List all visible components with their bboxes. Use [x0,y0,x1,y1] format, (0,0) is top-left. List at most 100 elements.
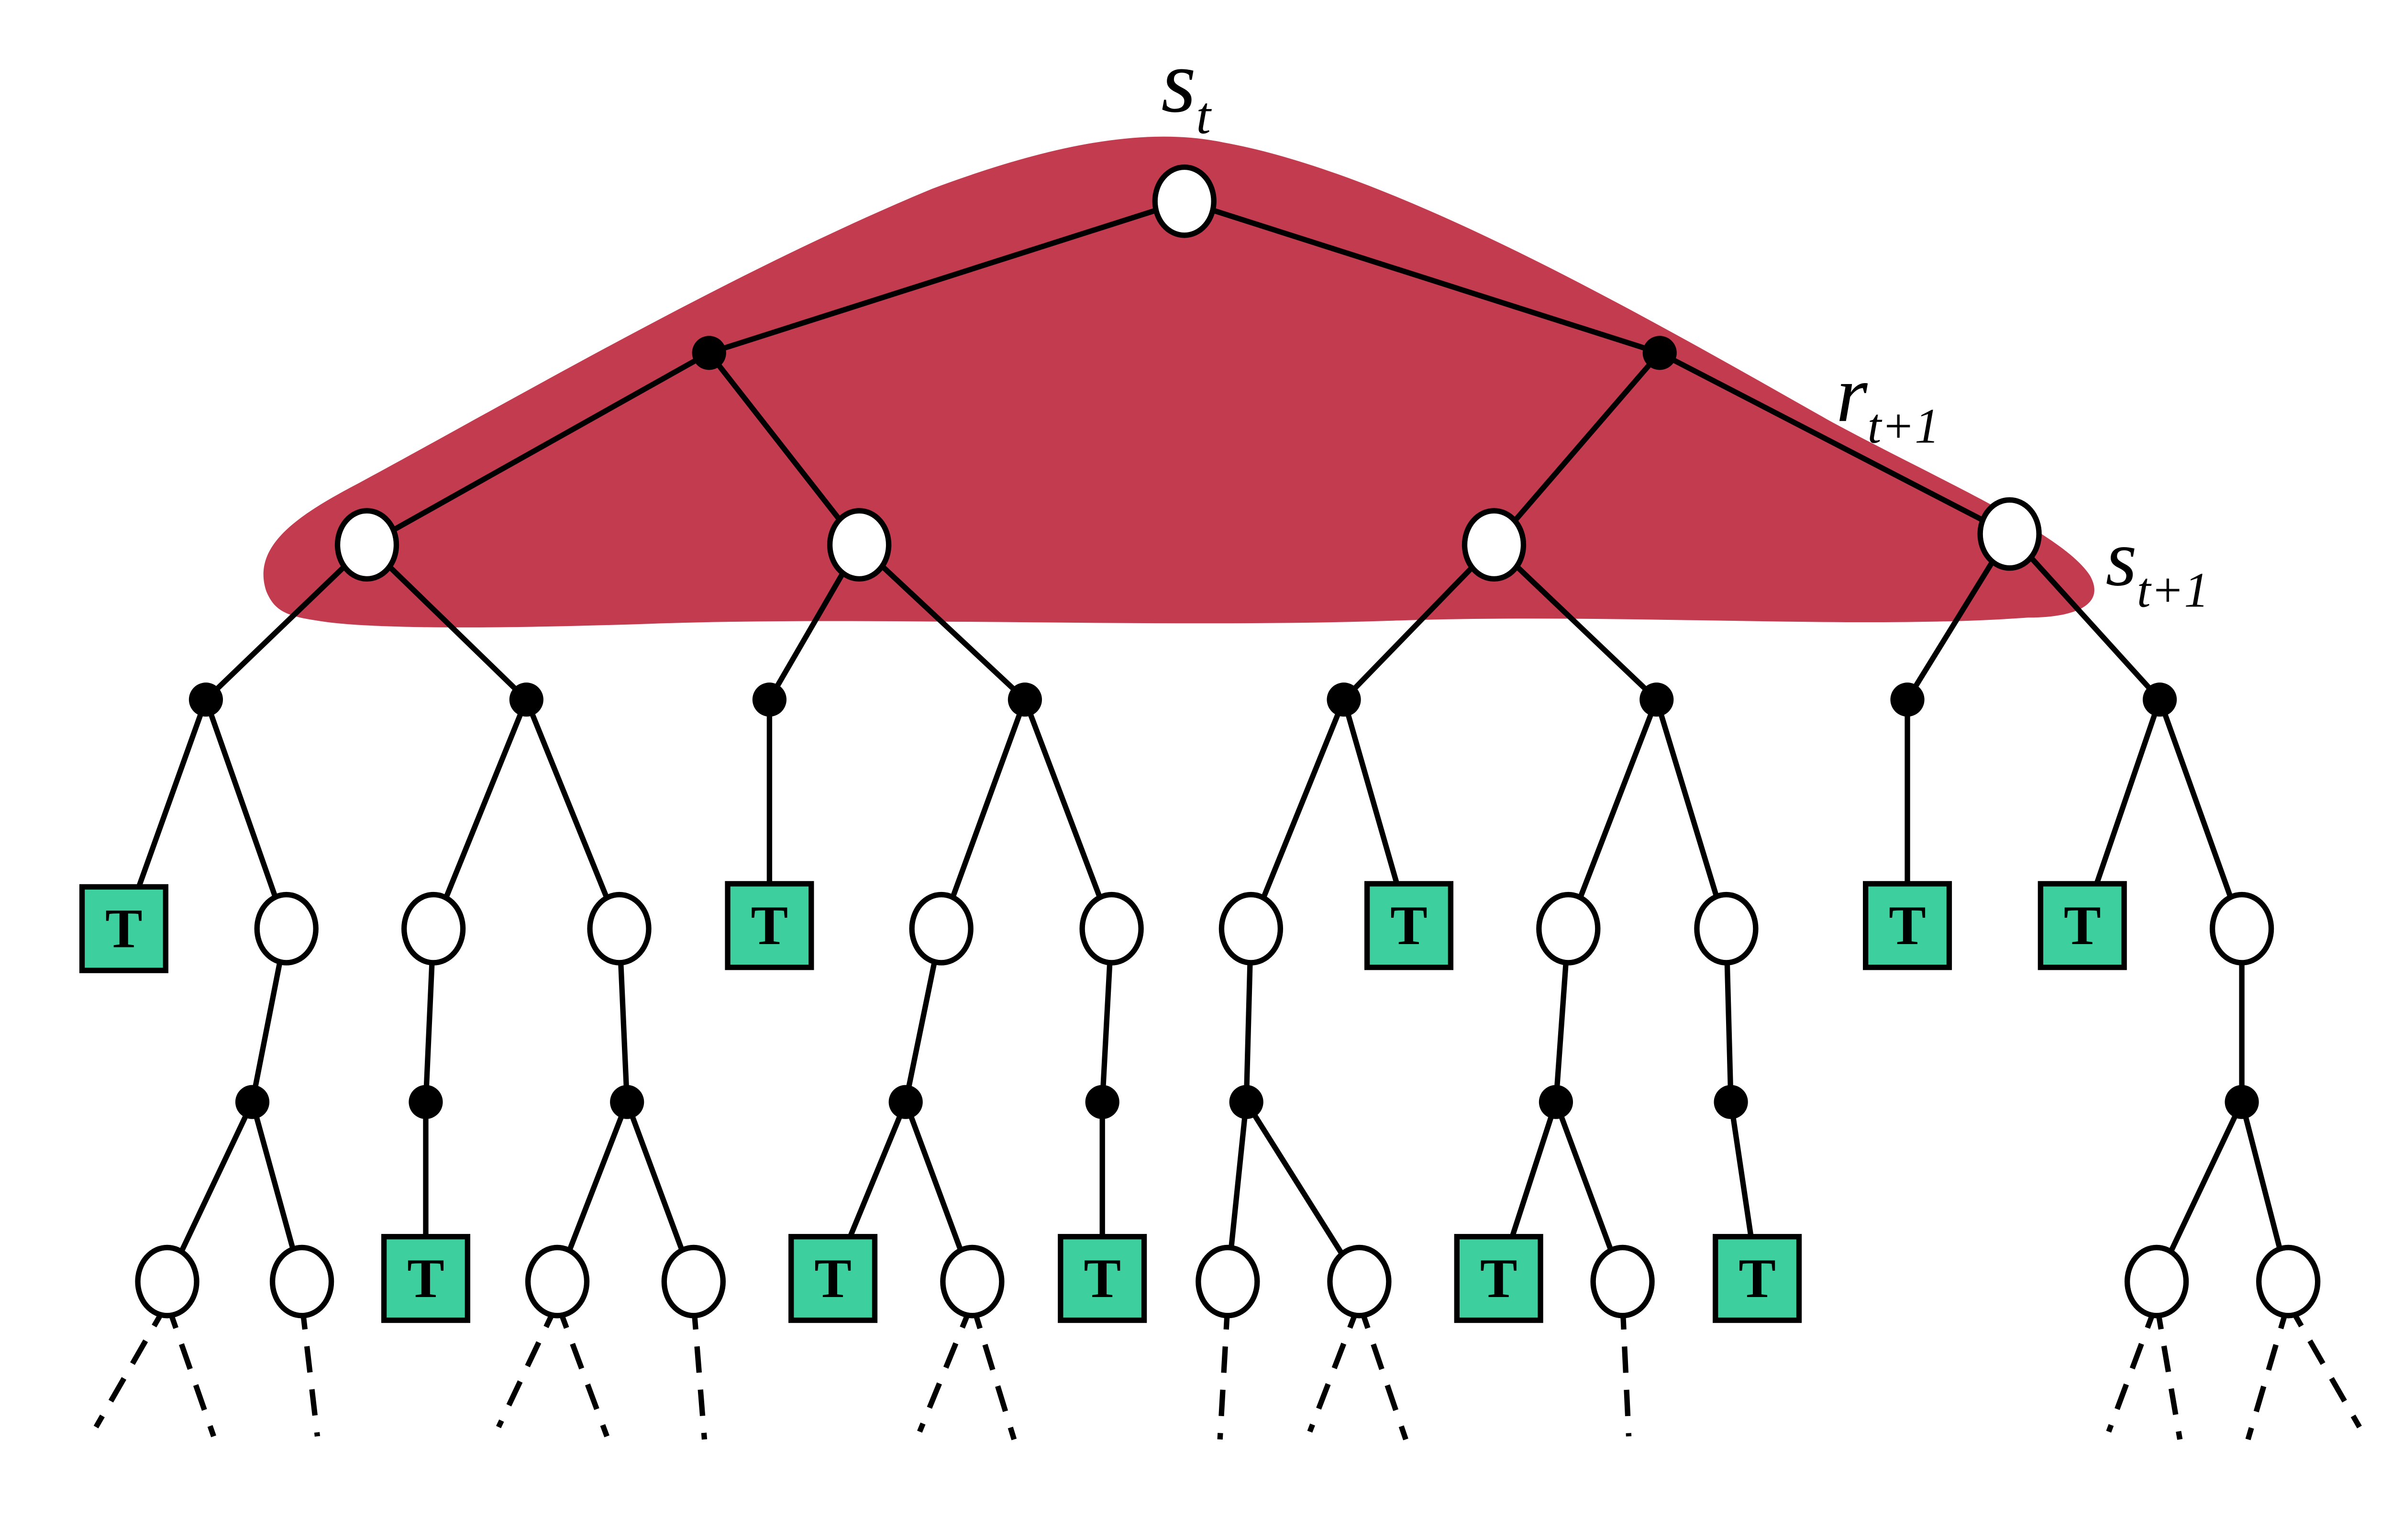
highlight-region-blob [263,136,2094,627]
tree-edge-d6-e7 [1244,1100,1362,1283]
terminal-label: T [751,895,788,957]
dashed-continuation-edge [1217,1303,1230,1440]
state-node-c4 [909,891,974,966]
terminal-box [79,884,168,973]
tree-edge-b2-c3 [524,698,622,930]
terminal-label: T [1480,1248,1517,1309]
terminal-node-t3: T [1364,881,1454,970]
dashed-continuation-edge [299,1303,321,1437]
terminal-box [725,881,814,970]
tree-edge-b4-c5 [1022,698,1114,930]
action-node-d9 [2225,1085,2259,1119]
state-node-c2 [401,891,466,966]
tree-edge-b8-c9 [2157,698,2245,930]
tree-edge-root-a2 [1184,198,1661,356]
terminal-box [788,1234,878,1323]
dashed-continuation-edge [1307,1302,1362,1433]
terminal-label: T [105,898,143,960]
tree-edge-b2-c2 [431,698,529,930]
state-node-c5 [1079,891,1144,966]
tree-edge-b6-c8 [1654,699,1729,930]
action-node-d1 [235,1085,270,1119]
state-node-c7 [1536,891,1601,966]
terminal-box [1713,1234,1802,1323]
state-node-e3 [525,1244,590,1319]
terminal-node-t4: T [1863,881,1952,970]
tree-edge-a2-s3 [1492,351,1662,547]
tree-edge-b6-c7 [1566,698,1660,930]
dashed-continuation-edge [2106,1302,2159,1433]
terminal-box [2038,881,2127,970]
state-node-c9 [2209,891,2274,966]
terminal-node-t1: T [79,884,168,973]
action-node-d3 [610,1085,644,1119]
dashed-continuation-edge [969,1302,1017,1441]
tree-edge-s3-b5 [1341,543,1496,702]
action-node-b3 [752,682,787,717]
dashed-continuation-edge [2154,1302,2183,1440]
state-node-e7 [1327,1244,1392,1319]
state-node-e1 [135,1244,199,1319]
action-node-d8 [1714,1085,1748,1119]
state-node-s4 [1977,497,2042,571]
tree-edge-a2-s4 [1658,350,2011,537]
terminal-node-t6: T [381,1234,471,1323]
label-current-state: st [1161,32,1212,144]
terminal-label: T [1390,895,1428,957]
tree-edge-b4-c4 [939,698,1028,930]
state-node-e8 [1590,1244,1655,1319]
label-next-state: st+1 [2105,514,2209,617]
tree-edge-a1-s1 [365,350,710,548]
terminal-box [1863,881,1952,970]
state-node-e6 [1196,1244,1260,1319]
dashed-continuation-edge [1619,1303,1632,1437]
state-node-root [1152,164,1217,238]
action-node-b2 [509,682,543,717]
state-node-s1 [334,508,399,582]
terminal-box [1454,1234,1543,1323]
action-node-d4 [888,1085,923,1119]
terminal-node-t10: T [1713,1234,1802,1323]
action-node-a1 [692,336,726,370]
dashed-continuation-edge [691,1303,708,1440]
terminal-node-t5: T [2038,881,2127,970]
state-node-e9 [2124,1244,2189,1319]
action-node-d2 [409,1085,443,1119]
tree-edge-s4-b8 [2007,532,2162,702]
terminal-box [381,1234,471,1323]
terminal-label: T [407,1248,444,1309]
tree-edge-s1-b1 [204,543,369,702]
state-node-e5 [940,1244,1005,1319]
terminal-label: T [1084,1248,1121,1309]
dashed-continuation-edge [554,1302,609,1438]
terminal-node-t2: T [725,881,814,970]
dashed-continuation-edge [2286,1302,2362,1429]
tree-edge-s2-b4 [857,543,1027,702]
state-node-c3 [587,891,652,966]
label-reward: rt+1 [1836,350,1939,453]
action-node-a2 [1642,336,1677,370]
dashed-continuation-edge [496,1302,560,1429]
tree-edge-s3-b6 [1492,543,1659,702]
state-node-e4 [661,1244,726,1319]
terminal-box [1058,1234,1147,1323]
action-node-b7 [1890,682,1925,717]
state-node-c8 [1694,891,1759,966]
action-node-b8 [2142,682,2177,717]
action-node-b1 [188,682,223,717]
state-node-s3 [1462,508,1527,582]
terminal-label: T [1739,1248,1776,1309]
state-node-e2 [269,1244,334,1319]
state-node-s2 [827,508,892,582]
state-node-c1 [254,891,319,966]
action-node-d7 [1539,1085,1573,1119]
tree-edge-b5-c6 [1248,698,1347,930]
dashed-continuation-edge [165,1302,216,1438]
dashed-continuation-edge [2245,1302,2291,1441]
terminal-node-t8: T [1058,1234,1147,1323]
terminal-label: T [2064,895,2101,957]
tree-edge-s1-b2 [365,543,529,702]
dashed-continuation-edge [917,1302,975,1433]
action-node-d6 [1229,1085,1263,1119]
